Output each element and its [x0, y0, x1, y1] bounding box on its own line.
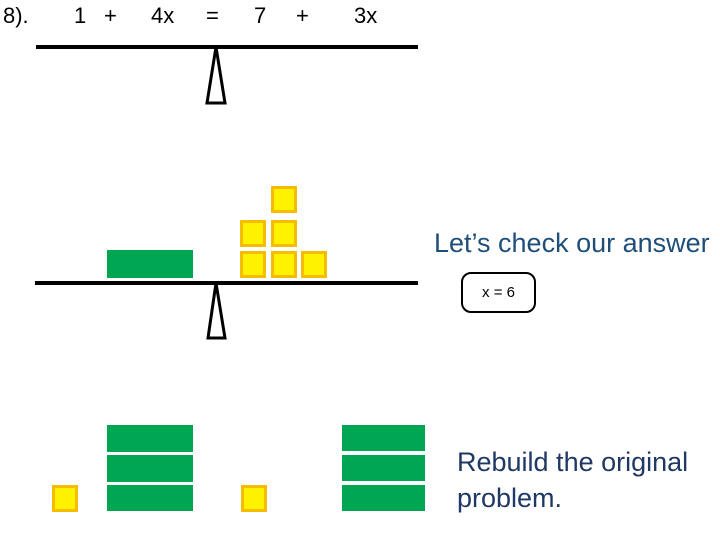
balance-fulcrum-top	[205, 46, 227, 105]
yellow-unit-tile	[271, 220, 297, 247]
yellow-unit-tile	[301, 251, 327, 278]
balance-beam-top	[36, 45, 418, 49]
equation-token: 4x	[151, 3, 175, 28]
equation-token: 3x	[354, 3, 378, 28]
green-x-tile	[342, 455, 425, 481]
answer-text: x = 6	[482, 284, 515, 301]
yellow-unit-tile	[241, 485, 267, 512]
green-x-tile	[342, 485, 425, 511]
green-x-tile	[107, 250, 193, 278]
equation-token: 1	[74, 3, 87, 28]
green-x-tile	[342, 425, 425, 451]
rebuild-instruction-line1: Rebuild the original	[457, 447, 689, 477]
balance-fulcrum-middle	[206, 282, 227, 340]
equation-token: 7	[254, 3, 267, 28]
equation-token: =	[206, 3, 219, 28]
yellow-unit-tile	[240, 220, 266, 247]
yellow-unit-tile	[271, 186, 297, 213]
rebuild-instruction: Rebuild the original problem.	[457, 444, 688, 516]
yellow-unit-tile	[52, 485, 78, 512]
problem-number: 8).	[3, 3, 29, 28]
equation-token: +	[104, 3, 117, 28]
green-x-tile	[107, 455, 193, 482]
check-answer-heading: Let’s check our answer	[434, 228, 710, 258]
equation-token: +	[296, 3, 309, 28]
answer-box: x = 6	[461, 272, 536, 313]
green-x-tile	[107, 485, 193, 511]
yellow-unit-tile	[240, 251, 266, 278]
green-x-tile	[107, 425, 193, 452]
yellow-unit-tile	[271, 251, 297, 278]
rebuild-instruction-line2: problem.	[457, 483, 563, 513]
balance-beam-middle	[35, 281, 418, 285]
